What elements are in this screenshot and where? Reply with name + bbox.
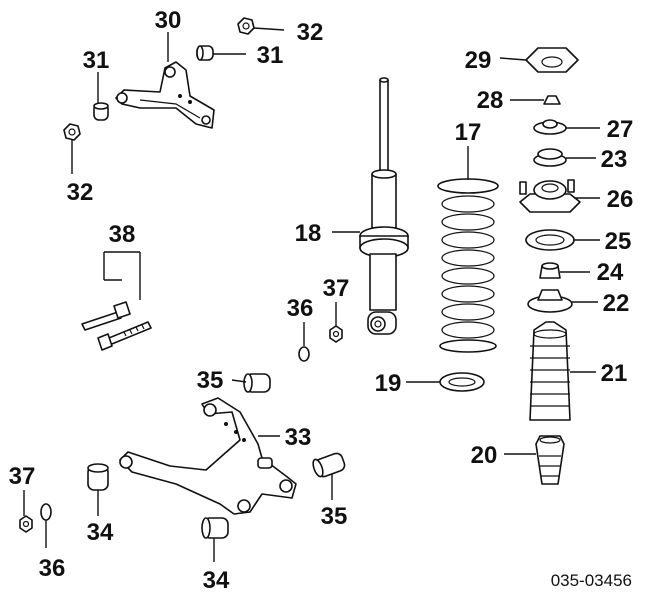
callout-27: 27 <box>607 116 634 143</box>
callout-17: 17 <box>455 119 482 146</box>
bushing-part <box>93 102 109 121</box>
bushing-part <box>201 517 229 539</box>
callout-33: 33 <box>285 424 312 451</box>
shock-absorber-part <box>359 77 409 335</box>
callout-19: 19 <box>375 370 402 397</box>
spring-seat-part <box>525 229 575 251</box>
leader-line <box>231 379 247 383</box>
callout-21: 21 <box>601 360 628 387</box>
bushing-part <box>533 148 567 167</box>
callout-32: 32 <box>67 179 94 206</box>
dust-boot-part <box>529 321 571 421</box>
nut-part <box>329 325 343 343</box>
upper-arm-part <box>115 61 215 129</box>
callout-35: 35 <box>197 367 224 394</box>
callout-23: 23 <box>601 146 628 173</box>
bushing-part <box>312 452 346 478</box>
callout-36: 36 <box>39 555 66 582</box>
callout-37: 37 <box>323 275 350 302</box>
washer-part <box>298 346 310 362</box>
diagram-code: 035-03456 <box>551 571 632 590</box>
callout-31: 31 <box>83 47 110 74</box>
lower-arm-part <box>119 397 297 515</box>
callout-28: 28 <box>477 87 504 114</box>
nut-part <box>19 515 33 533</box>
washer-part <box>40 503 52 521</box>
washer-part <box>533 119 567 135</box>
nut-part <box>543 95 561 105</box>
callout-34: 34 <box>87 519 114 546</box>
leader-line <box>499 57 527 61</box>
mount-plate-part <box>525 47 579 73</box>
callout-35: 35 <box>321 503 348 530</box>
bushing-part <box>196 45 214 61</box>
callout-30: 30 <box>155 7 182 34</box>
bump-stopper-part <box>539 262 561 279</box>
callout-20: 20 <box>471 442 498 469</box>
callout-37: 37 <box>9 463 36 490</box>
bushing-part <box>87 463 109 491</box>
bolt-set-part <box>81 251 152 351</box>
callout-38: 38 <box>109 221 136 248</box>
nut-part <box>63 123 81 141</box>
upper-mount-part <box>519 179 581 213</box>
callout-22: 22 <box>603 290 630 317</box>
callout-18: 18 <box>295 220 322 247</box>
callout-24: 24 <box>597 259 624 286</box>
callout-29: 29 <box>465 47 492 74</box>
leader-line <box>253 27 285 31</box>
callout-31: 31 <box>257 42 284 69</box>
coil-spring-part <box>437 178 499 353</box>
callout-36: 36 <box>287 295 314 322</box>
spring-seat-part <box>439 372 485 392</box>
cup-part <box>527 289 573 313</box>
bump-stop-part <box>535 435 565 485</box>
callout-25: 25 <box>605 228 632 255</box>
callout-32: 32 <box>297 19 324 46</box>
callout-34: 34 <box>203 567 230 594</box>
callout-26: 26 <box>607 186 634 213</box>
bushing-part <box>243 373 271 393</box>
nut-part <box>237 17 255 35</box>
